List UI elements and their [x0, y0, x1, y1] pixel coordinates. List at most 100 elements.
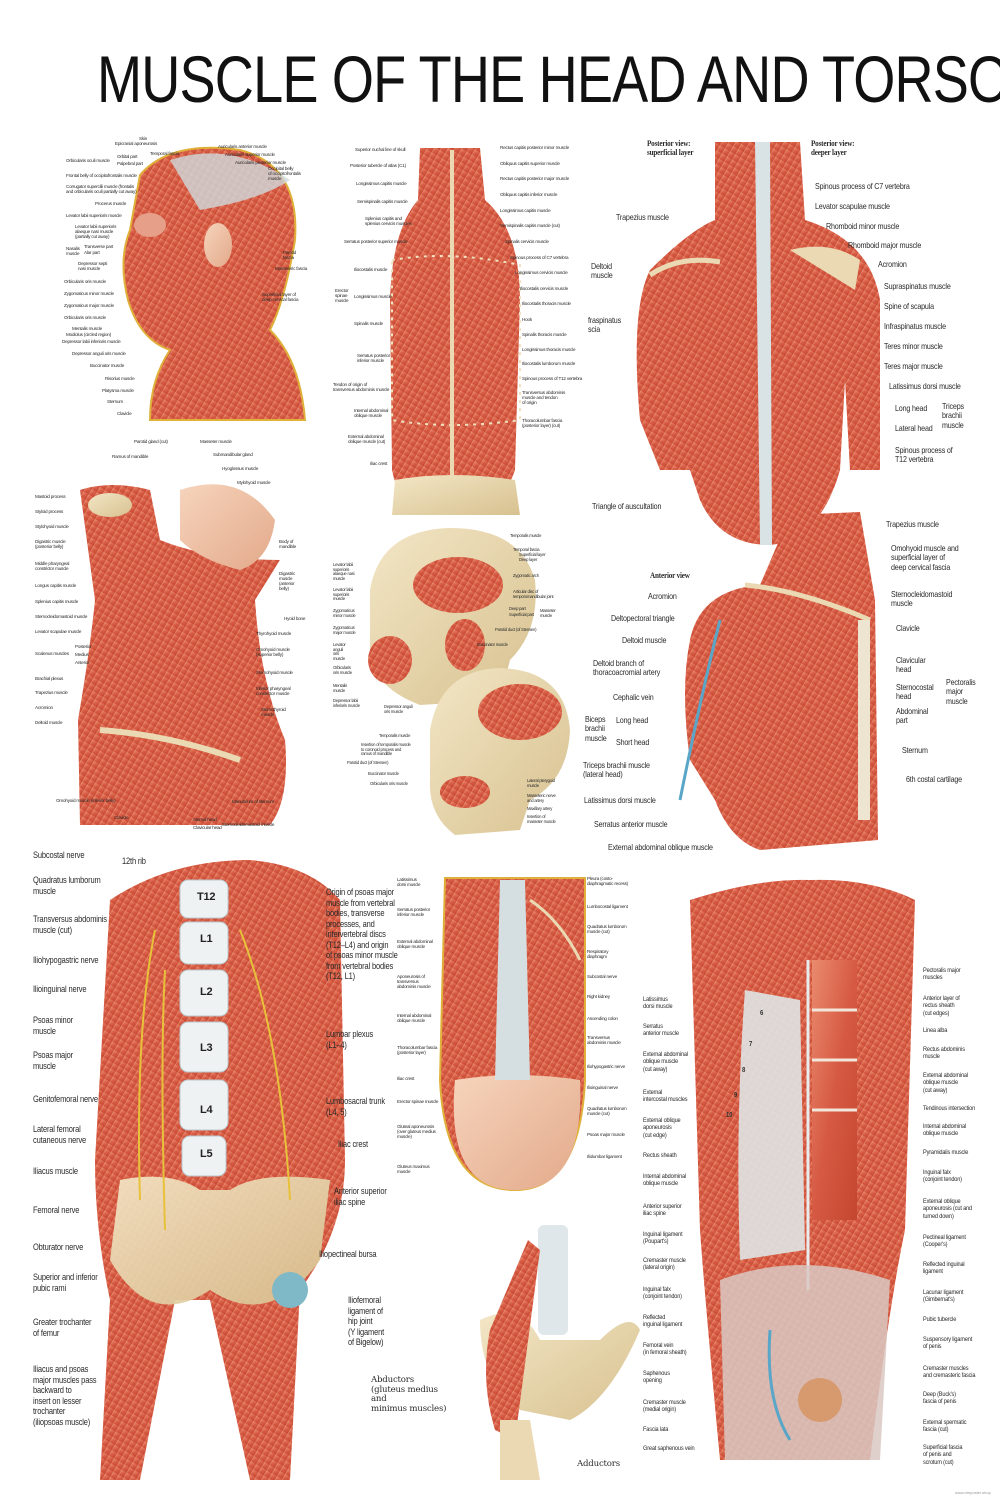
deepback-label: Semispinalis capitis muscle (cut) [500, 223, 560, 228]
iliopsoas-label: Adductors [577, 1459, 620, 1469]
skull-label: Zygomaticus minor muscle [333, 608, 356, 618]
skull-label: Buccinator muscle [368, 771, 399, 776]
abdomen-label: Saphenous opening [643, 1370, 670, 1385]
lowback-label: External abdominal oblique muscle [397, 939, 433, 950]
head-label: Mentalis muscle [72, 326, 102, 331]
postabd-label: Superior and inferior pubic rami [33, 1271, 98, 1293]
abdomen-label: Pectoralis major muscles [923, 967, 961, 982]
neck-label: Omohyoid muscle (superior belly) [256, 647, 290, 658]
shoulder-label: Posterior view: superficial layer [647, 139, 694, 158]
postabd-label: Iliacus muscle [33, 1165, 78, 1176]
lowback-label: Iliolumbar ligament [587, 1154, 622, 1159]
neck-label: Sternocleidomastoid muscle [35, 614, 88, 619]
shoulder-label: Long head [895, 403, 928, 413]
postabd-label: Iliofemoral ligament of hip joint (Y lig… [348, 1294, 385, 1348]
skull-label: Parotid duct (of Stensen) [347, 760, 389, 765]
neck-label: Mylohyoid muscle [237, 480, 271, 485]
neck-label: Trapezius muscle [35, 690, 68, 695]
lowback-label: Transversus abdominis muscle [587, 1035, 621, 1046]
skull-label: Mentalis muscle [333, 683, 347, 693]
chest-label: Serratus anterior muscle [594, 819, 668, 829]
shoulder-label: Infraspinatus muscle [884, 321, 946, 331]
abdomen-label: Inguinal falx (conjoint tendon) [923, 1169, 962, 1184]
neck-label: Deltoid muscle [35, 720, 63, 725]
shoulder-label: Triceps brachii muscle [942, 401, 964, 430]
head-label: Clavicle [117, 411, 132, 416]
chest-label: Clavicle [896, 623, 920, 633]
head-label: Levator labii superioris alaeque nasi mu… [75, 224, 117, 240]
abdomen-label: External spermatic fascia (cut) [923, 1419, 967, 1434]
deep-back-illustration [390, 148, 521, 515]
neck-label: Longus capitis muscle [35, 583, 76, 588]
postabd-label: Ilioinguinal nerve [33, 983, 87, 994]
deepback-label: Semispinalis capitis muscle [357, 199, 408, 204]
chest-label: Sternocostal head [896, 682, 934, 702]
head-label: Transverse part [84, 244, 113, 249]
neck-label: Anterior [75, 660, 90, 665]
neck-label: Digastric muscle (anterior belly) [279, 571, 296, 592]
lowback-label: Iliac crest [397, 1076, 415, 1081]
lowback-label: Gluteal aponeurosis (over gluteus medius… [397, 1124, 436, 1140]
shoulder-label: Teres major muscle [884, 361, 943, 371]
deepback-label: Hook [522, 317, 532, 322]
abdomen-label: Suspensory ligament of penis [923, 1336, 973, 1351]
abdomen-label: Anterior layer of rectus sheath (cut edg… [923, 995, 960, 1017]
head-label: Frontal belly of occipitofrontalis muscl… [66, 173, 137, 178]
chest-label: Triceps brachii muscle (lateral head) [583, 760, 650, 780]
chest-label: Biceps brachii muscle [585, 714, 607, 743]
neck-label: Thyrohyoid muscle [256, 631, 292, 636]
deepback-label: Rectus capitis posterior minor muscle [500, 145, 569, 150]
head-label: Auricularis posterior muscle [235, 160, 286, 165]
head-label: Skin [139, 136, 148, 141]
shoulder-label: fraspinatus scia [588, 315, 621, 335]
neck-label: Mastoid process [35, 494, 66, 499]
skull-label: Temporal fascia [513, 547, 540, 552]
deepback-label: Posterior tubercle of atlas (C1) [350, 163, 406, 168]
head-label: Corrugator supercilii muscle (frontalis … [66, 184, 137, 195]
lowback-label: Iliohypogastric nerve [587, 1064, 625, 1069]
abdomen-label: Deep (Buck's) fascia of penis [923, 1391, 957, 1406]
lowback-label: Subcostal nerve [587, 974, 617, 979]
deepback-label: Spinalis cervicis muscle [505, 239, 549, 244]
neck-label: Styloid process [35, 509, 64, 514]
head-label: Procerus muscle [95, 201, 127, 206]
lowback-label: Psoas major muscle [587, 1132, 625, 1137]
lower-back-illustration [438, 877, 586, 1192]
chest-label: External abdominal oblique muscle [608, 842, 713, 852]
neck-label: Ramus of mandible [112, 454, 149, 459]
skull-label: Zygomaticus major muscle [333, 625, 356, 635]
neck-label: Brachial plexus [35, 676, 64, 681]
shoulder-label: Supraspinatus muscle [884, 281, 951, 291]
skull-label: Deep layer [519, 557, 538, 562]
iliopsoas-illustration [480, 1225, 640, 1480]
chest-label: Deltopectoral triangle [611, 613, 675, 623]
lowback-label: Lumbocostal ligament [587, 904, 628, 909]
chest-label: Long head [616, 715, 649, 725]
abdomen-label: Linea alba [923, 1027, 948, 1034]
shoulder-label: Rhomboid minor muscle [826, 221, 900, 231]
deepback-label: Transversus abdominis muscle and tendon … [522, 390, 566, 406]
chest-label: Short head [616, 737, 650, 747]
chest-label: Abdominal part [896, 706, 929, 726]
deepback-label: Serratus posterior superior muscle [344, 239, 408, 244]
deepback-label: Spinalis muscle [354, 321, 383, 326]
deepback-label: Superior nuchal line of skull [355, 147, 406, 152]
lowback-label: Ilioinguinal nerve [587, 1085, 618, 1090]
skull-label: Superficial layer [519, 552, 546, 557]
neck-label: Acromion [35, 705, 53, 710]
deepback-label: Obliquus capitis inferior muscle [500, 192, 558, 197]
postabd-label: Psoas minor muscle [33, 1014, 73, 1036]
skull-label: Depressor anguli oris muscle [384, 704, 413, 714]
page-title: MUSCLE OF THE HEAD AND TORSO [97, 42, 1000, 116]
lowback-label: Internal abdominal oblique muscle [397, 1013, 432, 1024]
head-label: Depressor labii inferioris muscle [62, 339, 121, 344]
head-label: Modiolus (circled region) [66, 332, 112, 337]
head-label: Platysma muscle [102, 388, 134, 393]
chest-label: Acromion [648, 591, 677, 601]
head-label: Auricularis superior muscle [225, 152, 275, 157]
abdomen-label: Cremaster muscles and cremasteric fascia [923, 1365, 976, 1380]
deepback-label: Thoracolumbar fascia (posterior layer) (… [522, 418, 563, 429]
head-label: Epicranial aponeurosis [115, 141, 158, 146]
postabd-label: T12 [197, 891, 216, 903]
abdomen-label: External abdominal oblique muscle (cut a… [923, 1072, 968, 1094]
